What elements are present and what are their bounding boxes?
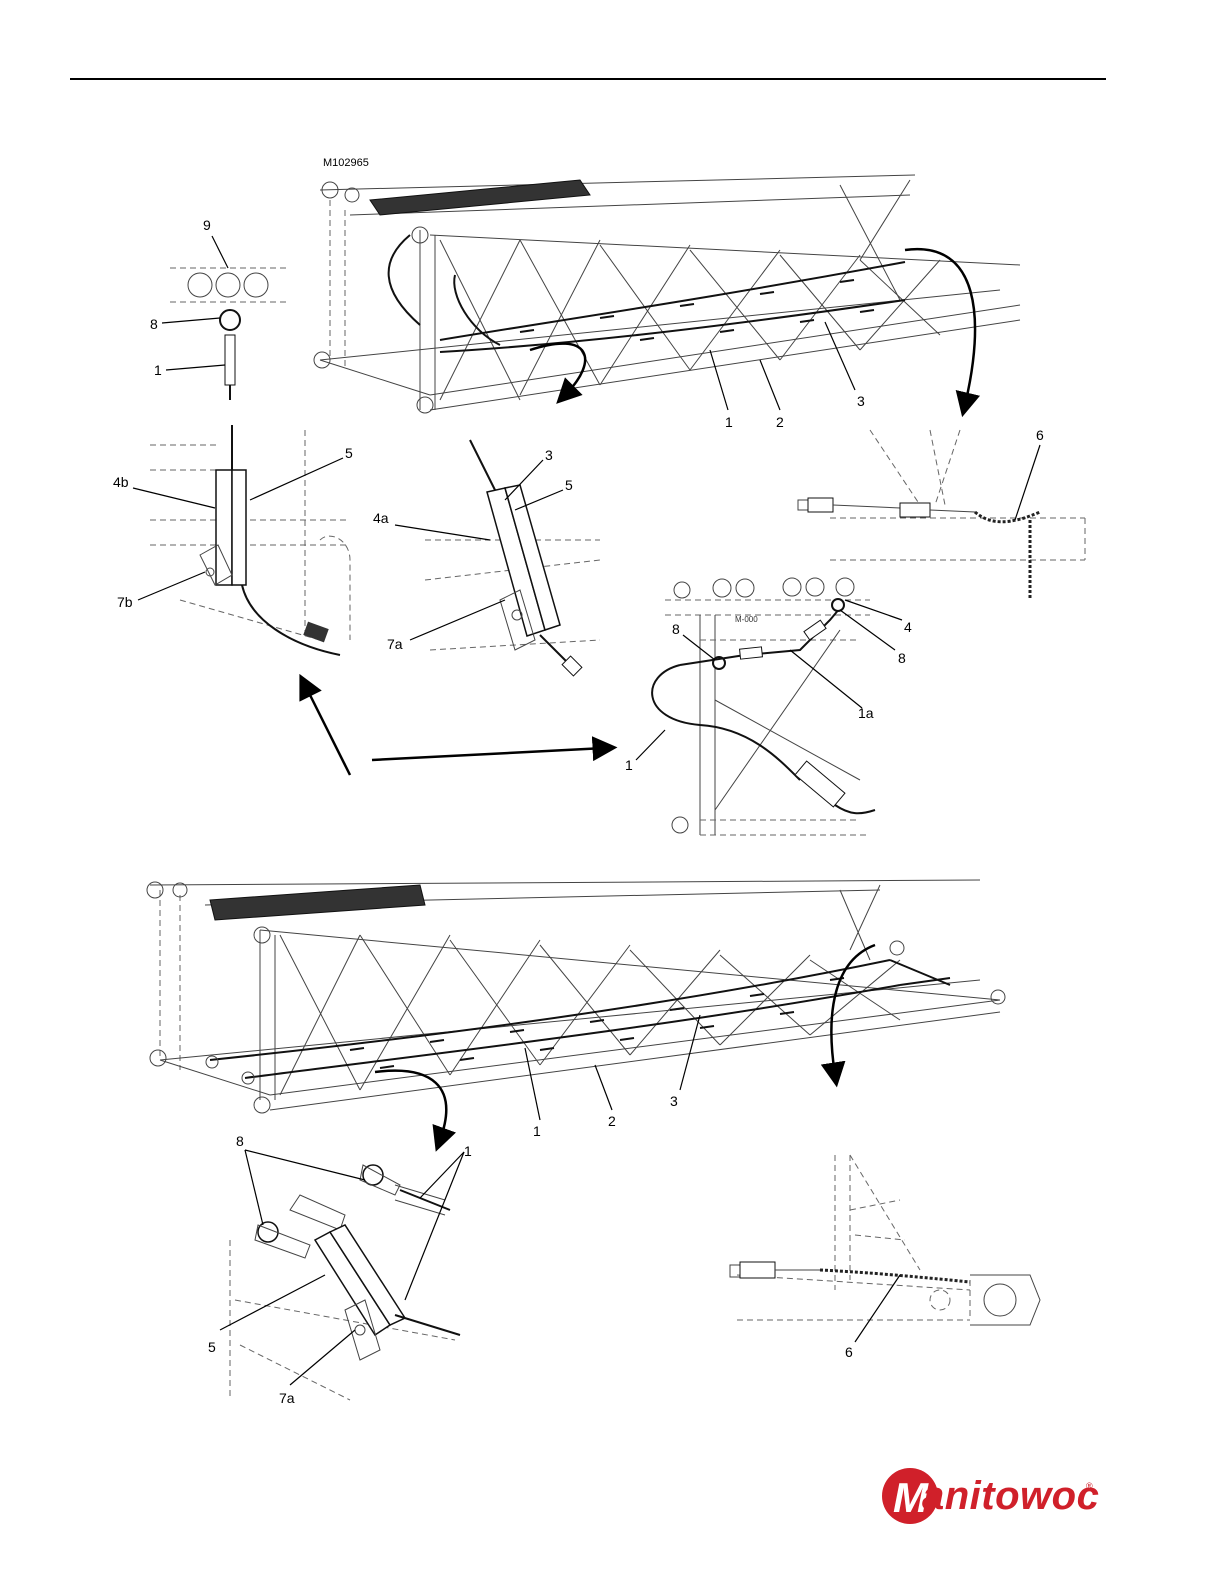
label-bottom-detail-1: 1 [464,1143,472,1159]
label-center-4: 4 [904,619,912,635]
label-detail-1: 1 [154,362,162,378]
label-center-1: 1 [625,757,633,773]
label-bottom-3: 3 [670,1093,678,1109]
label-b-5: 5 [345,445,353,461]
label-bottom-detail-5: 5 [208,1339,216,1355]
bottom-boom-section [147,880,1005,1113]
label-a-7a: 7a [387,636,403,652]
logo-wordmark: anitowoc [922,1474,1099,1519]
label-4a: 4a [373,510,389,526]
label-chain-bottom-6: 6 [845,1344,853,1360]
label-bottom-detail-7a: 7a [279,1390,295,1406]
detail-clevis-top: 9 8 1 [150,217,290,400]
logo-registered: ® [1086,1481,1093,1491]
label-top-3: 3 [857,393,865,409]
label-bottom-1: 1 [533,1123,541,1139]
label-7b: 7b [117,594,133,610]
label-top-2: 2 [776,414,784,430]
label-detail-8: 8 [150,316,158,332]
svg-text:M-000: M-000 [735,615,758,624]
label-a-3: 3 [545,447,553,463]
chain-detail-top: 6 [798,427,1085,600]
label-1a: 1a [858,705,874,721]
top-boom-section [314,175,1020,413]
label-bottom-detail-8: 8 [236,1133,244,1149]
label-a-5: 5 [565,477,573,493]
label-4b: 4b [113,474,129,490]
label-top-1: 1 [725,414,733,430]
detail-a-link: 3 5 4a 7a [373,440,600,676]
label-bottom-2: 2 [608,1113,616,1129]
label-chain-top-6: 6 [1036,427,1044,443]
label-center-8a: 8 [672,621,680,637]
detail-b-link: 4b 5 7b [113,425,353,655]
center-detail-pendant: M-000 8 4 8 1a 1 [625,578,912,835]
chain-detail-bottom: 6 [730,1155,1040,1360]
top-main-callouts: 1 2 3 [710,322,865,430]
bottom-detail-link: 8 1 5 7a [208,1133,472,1406]
label-detail-9: 9 [203,217,211,233]
label-center-8b: 8 [898,650,906,666]
